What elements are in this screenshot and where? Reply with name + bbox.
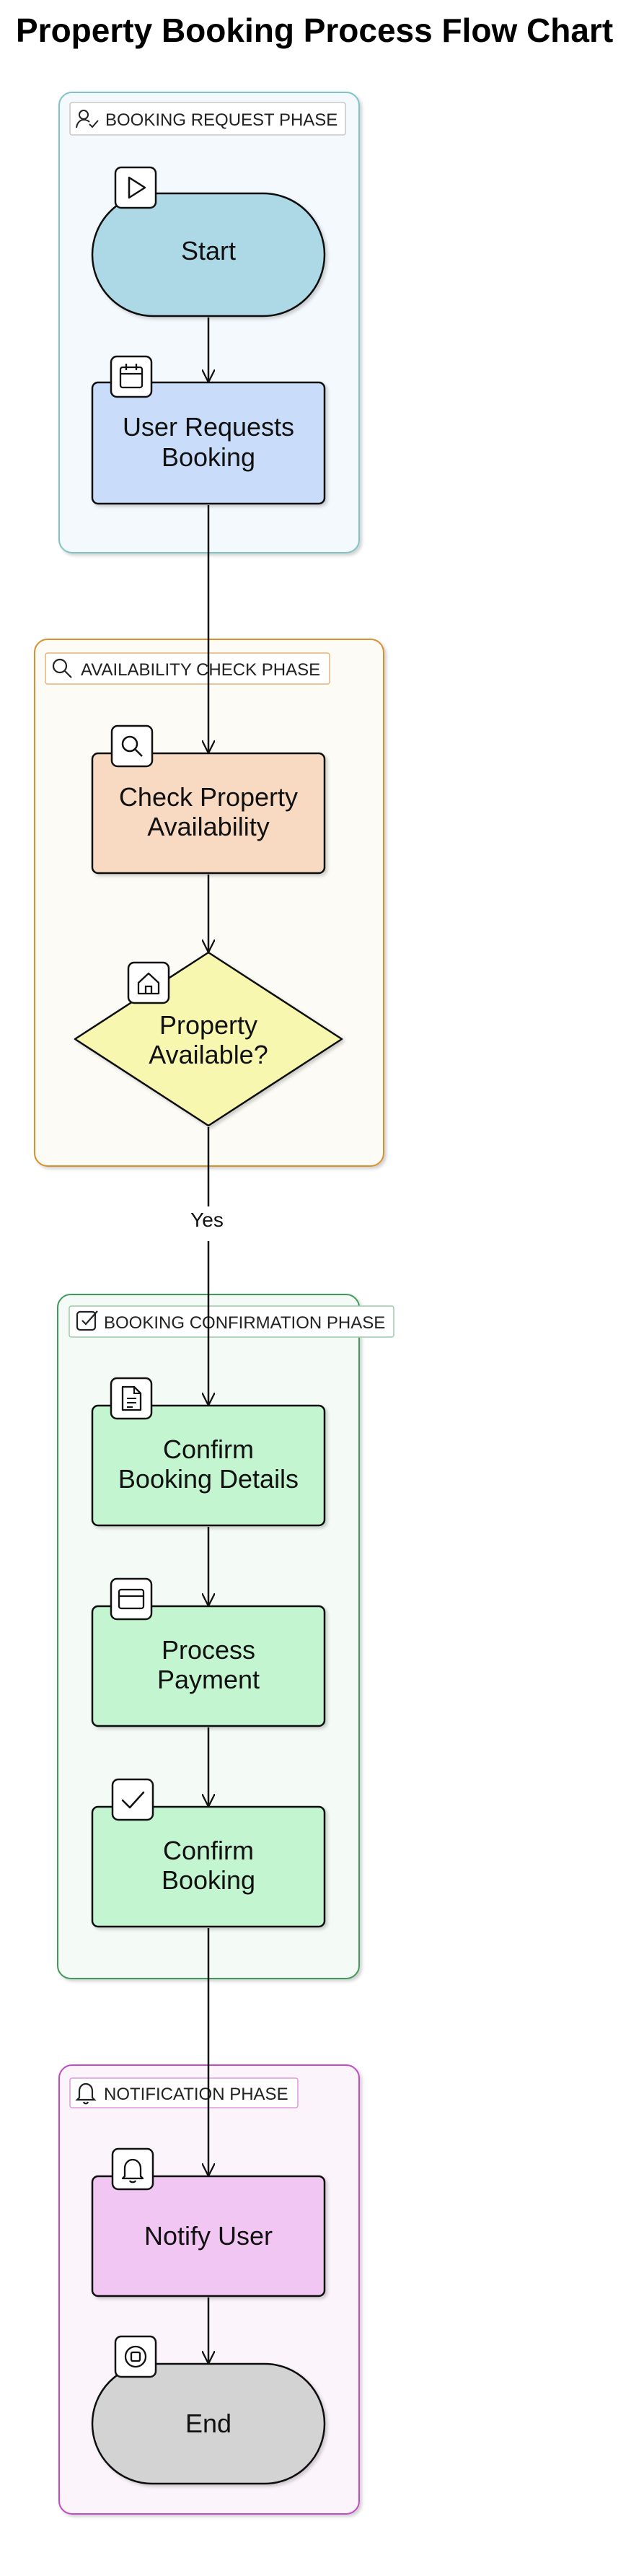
node-request-line1: User Requests	[123, 412, 294, 442]
search-icon	[52, 658, 72, 678]
stop-icon	[114, 2335, 157, 2378]
user-check-icon	[76, 110, 99, 128]
search-icon	[110, 724, 154, 768]
node-end-label: End	[185, 2409, 231, 2438]
node-check-line1: Check Property	[119, 782, 298, 812]
node-confirm-booking-details: Confirm Booking Details	[91, 1377, 326, 1527]
check-icon	[111, 1778, 154, 1821]
checkbox-icon	[76, 1310, 98, 1331]
calendar-icon	[110, 355, 153, 398]
node-end: End	[91, 2335, 326, 2485]
node-decision-line1: Property	[159, 1010, 257, 1040]
document-icon	[110, 1377, 153, 1420]
phase-label-availability-check: AVAILABILITY CHECK PHASE	[81, 660, 320, 680]
node-payment-line2: Payment	[157, 1665, 260, 1694]
play-icon	[114, 166, 157, 209]
bell-icon	[111, 2147, 154, 2191]
edge-label-yes: Yes	[190, 1209, 224, 1231]
node-request-line2: Booking	[162, 442, 255, 472]
node-notify-label: Notify User	[144, 2221, 273, 2251]
node-process-payment: Process Payment	[91, 1577, 326, 1727]
bell-icon	[75, 2082, 97, 2105]
node-confirm-line2: Booking	[162, 1865, 255, 1895]
node-payment-line1: Process	[162, 1635, 255, 1665]
node-start: Start	[91, 166, 326, 317]
chart-title: Property Booking Process Flow Chart	[16, 12, 613, 49]
node-details-line1: Confirm	[163, 1434, 254, 1464]
phase-label-booking-confirmation: BOOKING CONFIRMATION PHASE	[104, 1313, 385, 1333]
phase-label-notification: NOTIFICATION PHASE	[104, 2085, 288, 2104]
home-icon	[127, 961, 170, 1004]
node-confirm-line1: Confirm	[163, 1836, 254, 1865]
node-details-line2: Booking Details	[118, 1464, 299, 1494]
node-user-requests-booking: User Requests Booking	[91, 355, 326, 505]
node-check-availability: Check Property Availability	[91, 724, 326, 875]
node-confirm-booking: Confirm Booking	[91, 1778, 326, 1928]
credit-card-icon	[110, 1577, 153, 1621]
node-decision-line2: Available?	[149, 1040, 268, 1069]
phase-label-booking-request: BOOKING REQUEST PHASE	[105, 110, 338, 130]
node-notify-user: Notify User	[91, 2147, 326, 2297]
node-property-available-decision: Property Available?	[74, 951, 343, 1127]
node-check-line2: Availability	[147, 812, 269, 841]
node-start-label: Start	[181, 236, 236, 266]
